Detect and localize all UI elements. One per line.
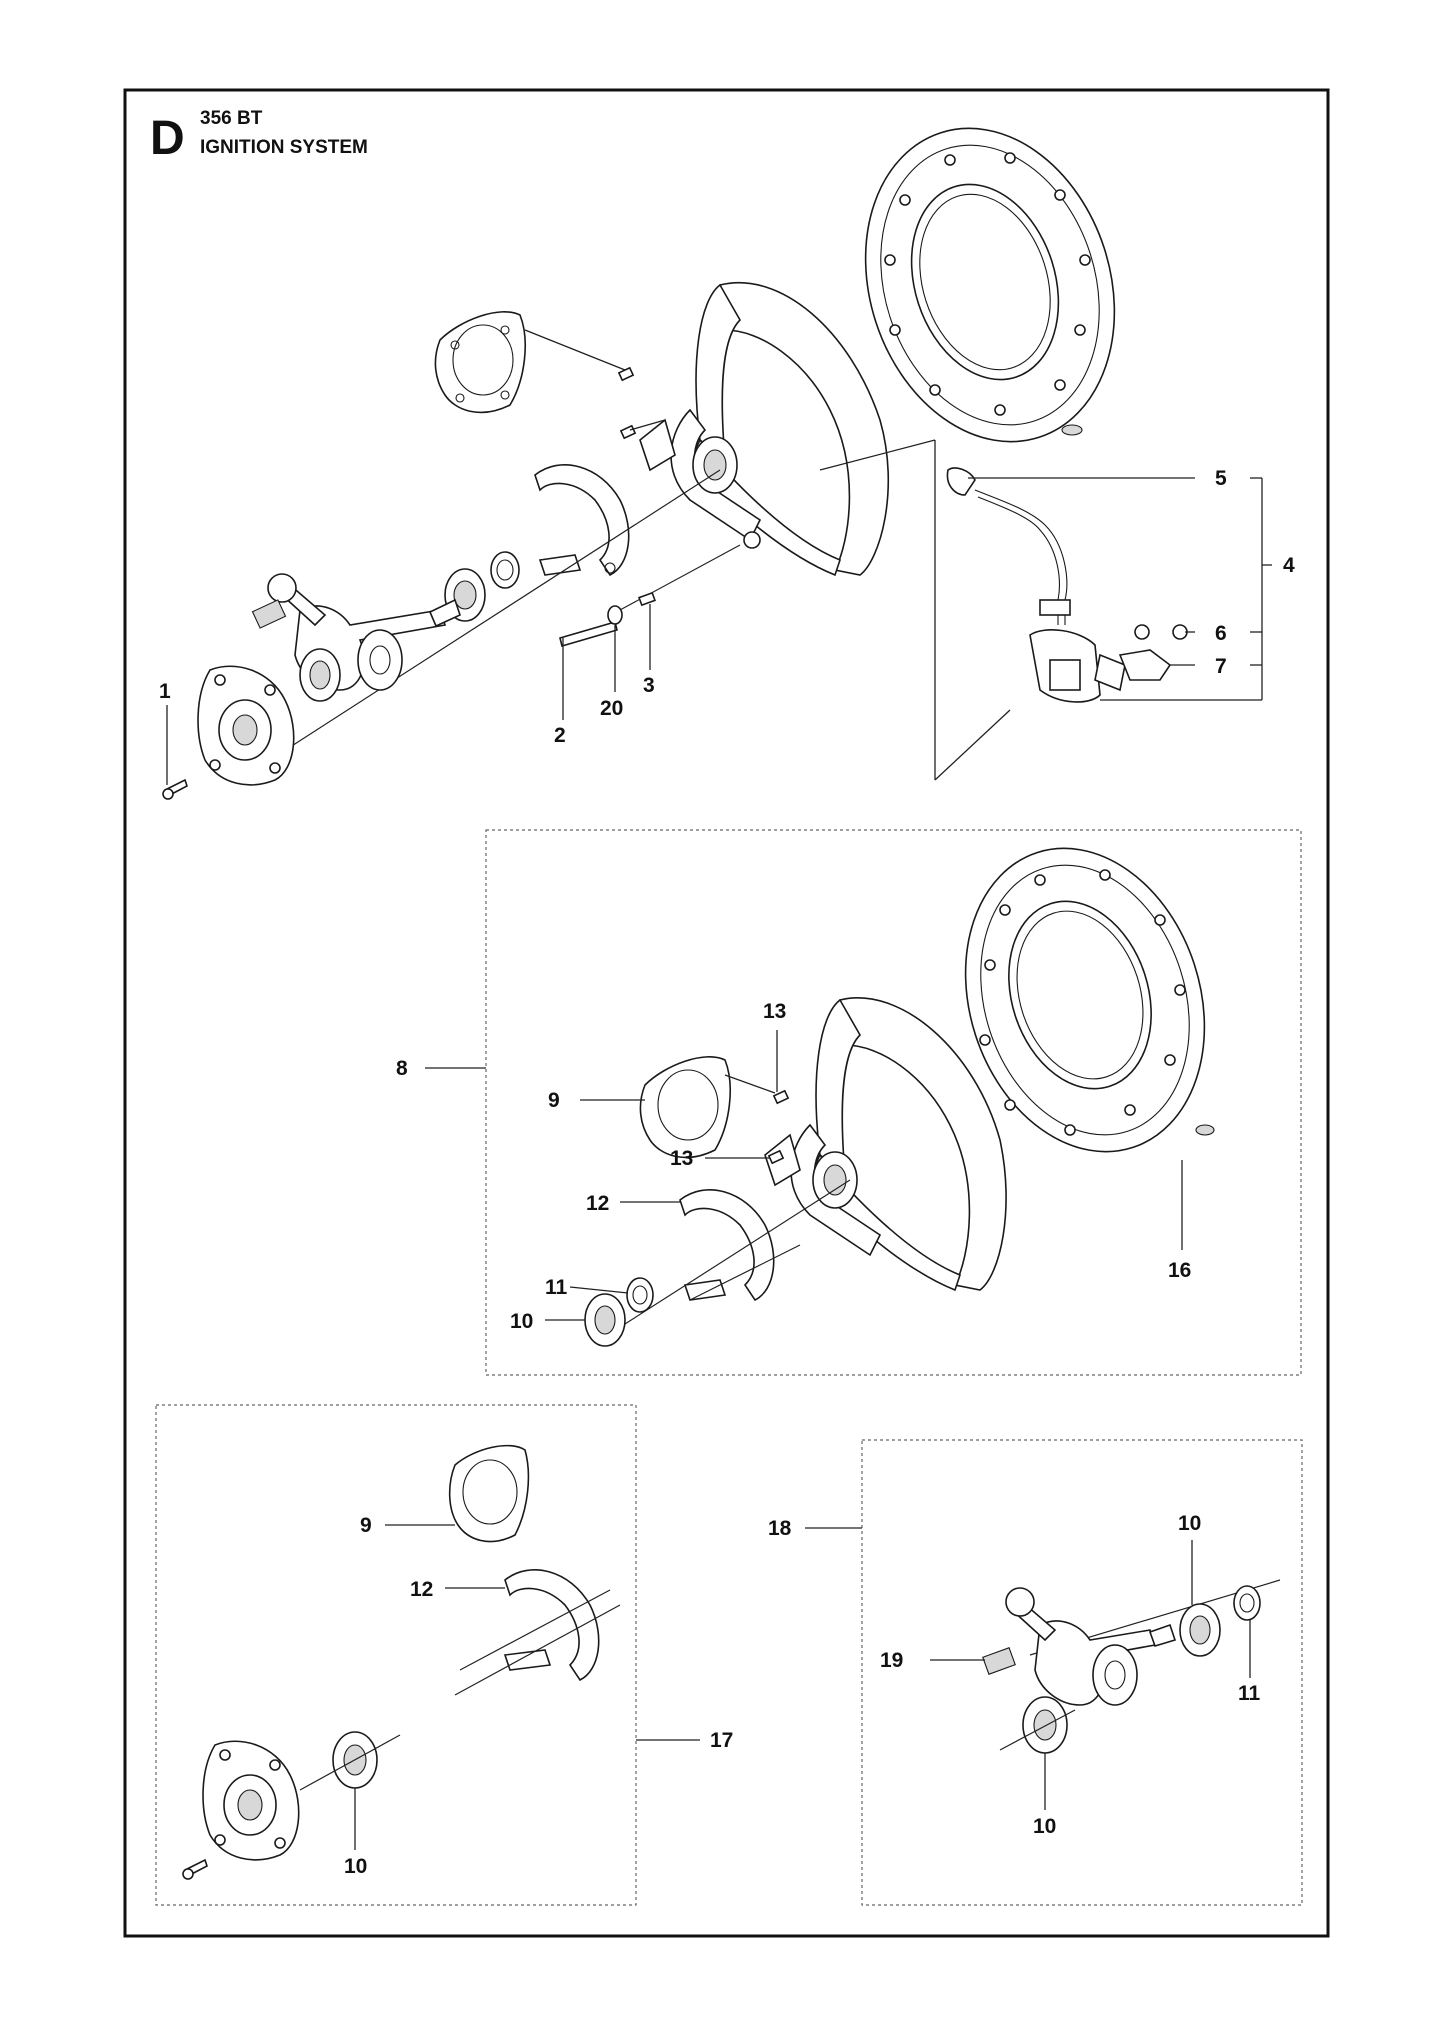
callout-2: 2 xyxy=(554,724,566,747)
callout-10-kit18-bottom: 10 xyxy=(1033,1815,1056,1838)
kit-box-17 xyxy=(155,1404,637,1906)
gasket-crankcase xyxy=(534,464,630,577)
gasket-cylinder xyxy=(434,311,526,414)
callout-12-kit17: 12 xyxy=(410,1578,433,1601)
callout-5: 5 xyxy=(1215,467,1227,490)
crankcase-cover xyxy=(197,665,295,786)
middle-assembly xyxy=(425,847,1215,1347)
callout-6: 6 xyxy=(1215,622,1227,645)
callout-9-kit17: 9 xyxy=(360,1514,372,1537)
callout-18: 18 xyxy=(768,1517,792,1540)
callout-4: 4 xyxy=(1283,554,1295,577)
callout-3: 3 xyxy=(643,674,655,697)
callout-13-bottom: 13 xyxy=(670,1147,693,1170)
callout-7: 7 xyxy=(1215,655,1227,678)
callout-8: 8 xyxy=(396,1057,408,1080)
flywheel-disk xyxy=(864,127,1116,443)
callout-10: 10 xyxy=(510,1310,533,1333)
callout-19: 19 xyxy=(880,1649,903,1672)
model-name: 356 BT xyxy=(200,108,263,129)
callout-9: 9 xyxy=(548,1089,560,1112)
ignition-coil xyxy=(946,467,1188,703)
kit-box-8 xyxy=(485,829,1302,1376)
callout-10-kit18-top: 10 xyxy=(1178,1512,1201,1535)
top-assembly xyxy=(162,127,1272,800)
crankshaft xyxy=(267,573,461,691)
bottom-right-assembly xyxy=(805,1527,1281,1810)
bottom-left-assembly xyxy=(182,1444,700,1880)
section-letter: D xyxy=(150,112,185,165)
callout-11: 11 xyxy=(545,1276,568,1299)
callout-13-top: 13 xyxy=(763,1000,786,1023)
callout-10-kit17: 10 xyxy=(344,1855,367,1878)
kit-box-18 xyxy=(861,1439,1303,1906)
callout-17: 17 xyxy=(710,1729,733,1752)
page-frame xyxy=(123,88,1330,1938)
callout-11-kit18: 11 xyxy=(1238,1682,1261,1705)
diagram-title: IGNITION SYSTEM xyxy=(200,137,368,158)
callout-1: 1 xyxy=(159,680,171,703)
callout-16: 16 xyxy=(1168,1259,1191,1282)
callout-20: 20 xyxy=(600,697,623,720)
callout-12: 12 xyxy=(586,1192,609,1215)
crankcase-housing xyxy=(639,282,890,577)
